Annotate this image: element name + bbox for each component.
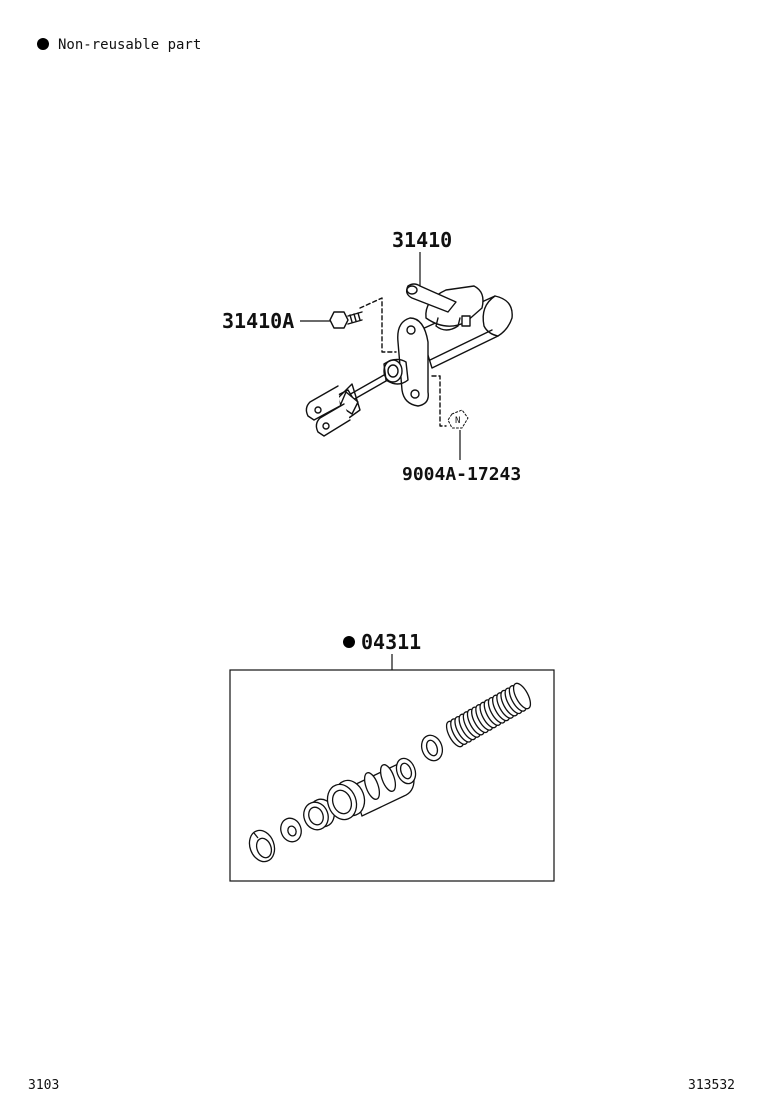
snap-ring-icon bbox=[248, 829, 276, 863]
footer-right-code: 313532 bbox=[688, 1078, 735, 1093]
washer-icon bbox=[280, 817, 302, 843]
callout-leaders bbox=[300, 252, 461, 670]
nut-marker: N bbox=[455, 416, 460, 426]
piston-icon bbox=[326, 757, 417, 821]
part-number-31410[interactable]: 31410 bbox=[392, 228, 452, 252]
legend: Non-reusable part bbox=[37, 37, 201, 53]
non-reusable-marker-icon bbox=[343, 636, 355, 648]
part-number-9004a-17243[interactable]: 9004A-17243 bbox=[402, 464, 521, 485]
cup-seal-2-icon bbox=[420, 734, 444, 762]
master-cylinder-assembly bbox=[305, 283, 513, 437]
legend-text: Non-reusable part bbox=[58, 37, 201, 53]
spring-icon bbox=[445, 682, 532, 748]
spring-coil bbox=[512, 682, 532, 710]
footer-left-code: 3103 bbox=[28, 1078, 59, 1093]
part-number-04311[interactable]: 04311 bbox=[361, 630, 421, 654]
repair-kit-parts bbox=[248, 682, 532, 863]
bolt-icon bbox=[329, 311, 363, 329]
nut-icon bbox=[447, 409, 469, 429]
part-number-31410a[interactable]: 31410A bbox=[222, 309, 294, 333]
repair-kit-box bbox=[229, 669, 555, 882]
non-reusable-bullet-icon bbox=[37, 38, 49, 50]
